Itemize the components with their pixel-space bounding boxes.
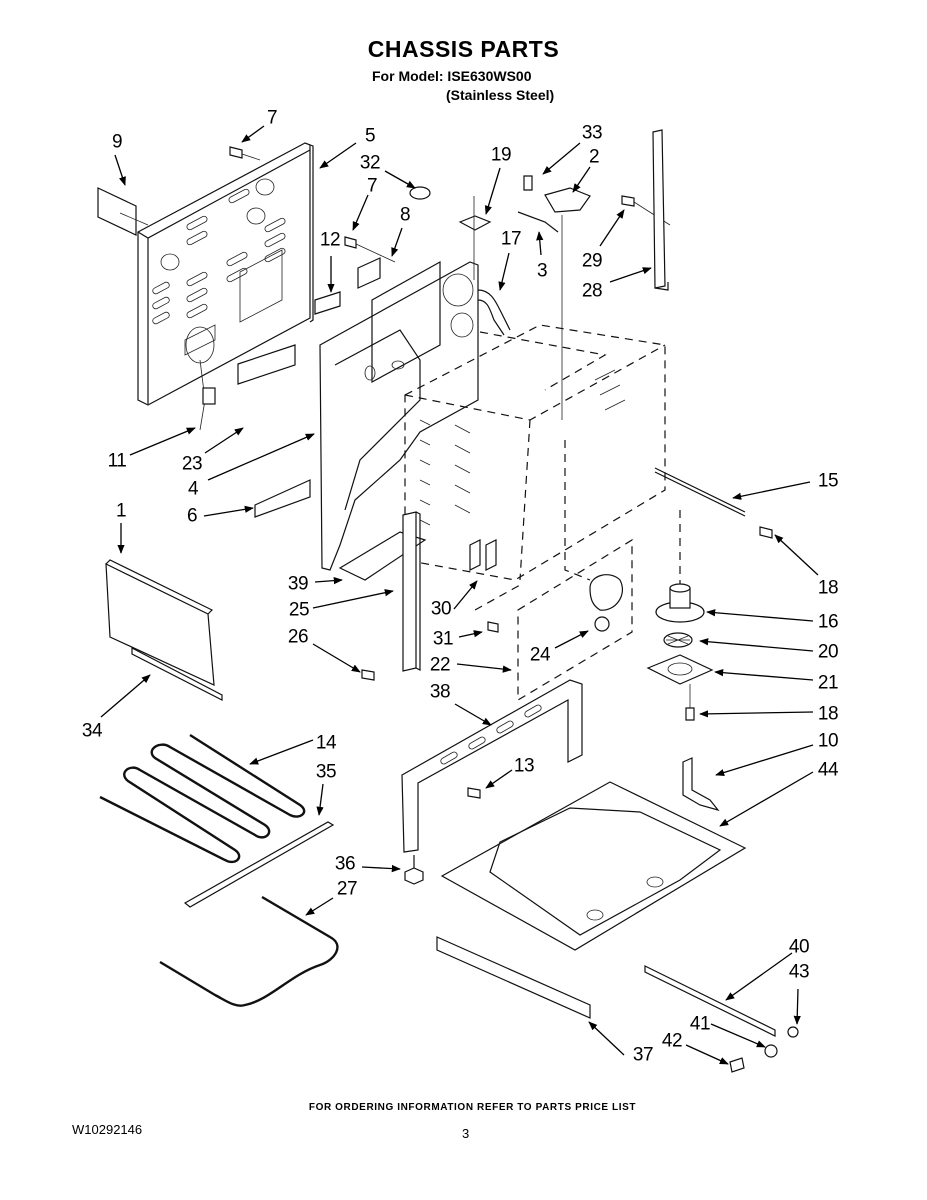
callout-32: 32 — [359, 152, 381, 174]
part-side-rail — [436, 936, 591, 1019]
part-trim-strip — [131, 647, 223, 701]
part-screw — [621, 195, 635, 207]
ordering-note: FOR ORDERING INFORMATION REFER TO PARTS … — [308, 1102, 637, 1113]
part-base-pan — [440, 781, 747, 951]
callout-14: 14 — [315, 732, 337, 754]
callout-38: 38 — [429, 681, 451, 703]
callout-29: 29 — [581, 250, 603, 272]
callout-33: 33 — [581, 122, 603, 144]
part-rail — [652, 129, 666, 289]
part-screw — [467, 787, 481, 799]
callout-10: 10 — [817, 730, 839, 752]
callout-15: 15 — [817, 470, 839, 492]
callout-20: 20 — [817, 641, 839, 663]
part-bolt — [729, 1057, 745, 1073]
part-screw — [229, 146, 261, 161]
part-rod — [654, 467, 746, 513]
callout-3: 3 — [536, 260, 548, 282]
callout-18: 18 — [817, 577, 839, 599]
part-vent-assembly — [646, 510, 714, 721]
callout-24: 24 — [529, 644, 551, 666]
callout-16: 16 — [817, 611, 839, 633]
part-bake-element — [159, 895, 339, 1007]
callout-35: 35 — [315, 761, 337, 783]
callout-6: 6 — [186, 505, 198, 527]
part-side-panel — [319, 260, 479, 571]
callout-39: 39 — [287, 573, 309, 595]
part-bracket — [469, 539, 481, 571]
model-line: For Model: ISE630WS00 — [372, 68, 532, 84]
part-vent-tube — [477, 289, 511, 331]
callout-43: 43 — [788, 961, 810, 983]
part-block — [314, 291, 341, 315]
part-gasket — [458, 215, 492, 231]
part-anti-tip-bracket — [682, 757, 720, 812]
callout-27: 27 — [336, 878, 358, 900]
callout-12: 12 — [319, 229, 341, 251]
callout-13: 13 — [513, 755, 535, 777]
part-connector — [202, 387, 216, 405]
callout-42: 42 — [661, 1030, 683, 1052]
page-title: CHASSIS PARTS — [367, 36, 560, 62]
callout-30: 30 — [430, 598, 452, 620]
callout-26: 26 — [287, 626, 309, 648]
document-number: W10292146 — [72, 1122, 143, 1137]
callout-7: 7 — [366, 175, 378, 197]
callout-9: 9 — [111, 131, 123, 153]
part-strip — [254, 479, 311, 518]
part-light-bulb — [594, 616, 610, 632]
part-wire-bracket — [517, 211, 559, 233]
part-screw — [487, 621, 499, 633]
part-screw — [361, 669, 375, 681]
callout-41: 41 — [689, 1013, 711, 1035]
callout-21: 21 — [817, 672, 839, 694]
callout-31: 31 — [432, 628, 454, 650]
callout-23: 23 — [181, 453, 203, 475]
part-washer — [764, 1044, 778, 1058]
callout-2: 2 — [588, 146, 600, 168]
part-screw — [523, 175, 533, 191]
part-broil-element — [99, 733, 306, 864]
callout-34: 34 — [81, 720, 103, 742]
part-clip — [409, 186, 431, 200]
part-cover-plate — [97, 187, 137, 236]
callout-7: 7 — [266, 107, 278, 129]
part-thermostat — [544, 187, 591, 213]
part-switch — [357, 257, 381, 289]
callout-37: 37 — [632, 1044, 654, 1066]
part-bracket — [237, 344, 296, 385]
part-screw — [759, 526, 773, 539]
part-oven-cavity — [404, 324, 666, 581]
callout-11: 11 — [107, 450, 127, 472]
part-column — [402, 511, 417, 672]
part-screw — [344, 236, 396, 263]
page-number: 3 — [462, 1126, 470, 1141]
part-front-frame — [401, 679, 583, 853]
callout-8: 8 — [399, 204, 411, 226]
finish-line: (Stainless Steel) — [446, 87, 555, 103]
callout-1: 1 — [115, 500, 127, 522]
part-front-panel — [105, 563, 215, 686]
part-rail-strip — [183, 821, 335, 908]
part-rear-panel — [137, 142, 314, 431]
callout-19: 19 — [490, 144, 512, 166]
callout-40: 40 — [788, 936, 810, 958]
part-lamp-assembly-outline — [517, 538, 633, 702]
callout-17: 17 — [500, 228, 522, 250]
part-leveling-leg — [404, 855, 424, 885]
leader-lines — [100, 125, 819, 1065]
part-drawer-rail — [644, 965, 776, 1037]
part-lamp-housing — [589, 574, 623, 611]
callout-28: 28 — [581, 280, 603, 302]
callout-5: 5 — [364, 125, 376, 147]
callout-44: 44 — [817, 759, 839, 781]
callout-22: 22 — [429, 654, 451, 676]
callout-36: 36 — [334, 853, 356, 875]
callout-4: 4 — [187, 478, 199, 500]
callout-25: 25 — [288, 599, 310, 621]
part-nut — [787, 1026, 799, 1038]
callout-18: 18 — [817, 703, 839, 725]
